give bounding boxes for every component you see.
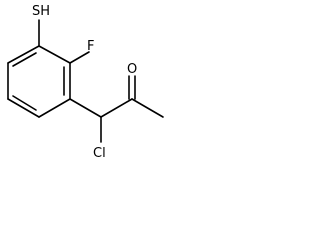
carbonyl-oxygen-label: O bbox=[127, 62, 137, 77]
ring-double-bond-upper-left bbox=[12, 52, 37, 67]
ring-bond-top bbox=[38, 45, 71, 64]
methyl-bond bbox=[131, 98, 164, 118]
chemical-structure-diagram: SH F O Cl bbox=[7, 4, 164, 161]
fluoro-label: F bbox=[87, 39, 94, 54]
side-chain-bond bbox=[69, 98, 102, 118]
chloro-label: Cl bbox=[93, 146, 106, 161]
benzene-ring bbox=[7, 45, 71, 118]
ring-bond-lower-right bbox=[38, 98, 71, 118]
ring-double-bond-bottom bbox=[12, 95, 37, 111]
ring-bond-upper-left bbox=[7, 45, 40, 64]
fluoro-bond bbox=[69, 51, 90, 64]
ring-bond-bottom bbox=[7, 98, 40, 118]
thiol-label: SH bbox=[32, 4, 50, 19]
carbonyl-carbon-bond bbox=[100, 98, 133, 118]
